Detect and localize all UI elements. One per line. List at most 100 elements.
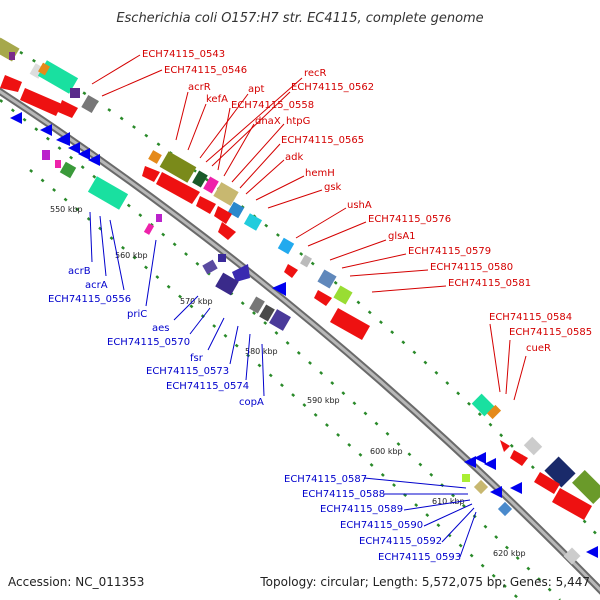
gene-label[interactable]: ECH74115_0546	[164, 65, 247, 76]
gene-block[interactable]	[497, 501, 513, 517]
gene-block[interactable]	[70, 88, 80, 98]
gene-label[interactable]: recR	[304, 68, 327, 79]
gene-block[interactable]	[218, 254, 226, 262]
gene-label[interactable]: ECH74115_0580	[430, 262, 513, 273]
gene-arrow[interactable]	[500, 440, 510, 452]
gene-block[interactable]	[333, 285, 353, 305]
gene-arrow[interactable]	[490, 486, 502, 498]
gene-arrow[interactable]	[156, 172, 200, 204]
gene-label[interactable]: gsk	[324, 182, 342, 193]
gene-arrow[interactable]	[552, 488, 592, 520]
gene-label[interactable]: ECH74115_0590	[340, 520, 423, 531]
gene-label[interactable]: htpG	[286, 116, 310, 127]
gene-block[interactable]	[202, 259, 218, 275]
gene-arrow[interactable]	[330, 308, 370, 340]
gene-block[interactable]	[192, 170, 208, 188]
gene-arrow[interactable]	[88, 154, 100, 166]
gene-block[interactable]	[300, 254, 312, 268]
gene-arrow[interactable]	[510, 482, 522, 494]
gene-arrow[interactable]	[58, 100, 78, 118]
gene-label[interactable]: priC	[127, 309, 147, 320]
gene-arrow[interactable]	[0, 75, 22, 92]
gene-label[interactable]: ECH74115_0579	[408, 246, 491, 257]
gene-label[interactable]: ECH74115_0592	[359, 536, 442, 547]
gene-arrow[interactable]	[272, 282, 286, 296]
gene-arrow[interactable]	[142, 166, 160, 182]
gene-arrow[interactable]	[40, 124, 52, 136]
gene-arrow[interactable]	[284, 264, 298, 278]
gene-label[interactable]: aes	[152, 323, 170, 334]
gene-block[interactable]	[87, 176, 129, 210]
gene-arrow[interactable]	[214, 206, 232, 224]
gene-label[interactable]: kefA	[206, 94, 228, 105]
gene-label[interactable]: ECH74115_0589	[320, 504, 403, 515]
gene-label[interactable]: acrR	[188, 82, 211, 93]
gene-block[interactable]	[143, 223, 155, 235]
gene-block[interactable]	[259, 304, 275, 322]
gene-arrow[interactable]	[78, 148, 90, 160]
gene-label[interactable]: ECH74115_0573	[146, 366, 229, 377]
gene-label[interactable]: ECH74115_0585	[509, 327, 592, 338]
gene-label[interactable]: acrA	[85, 280, 108, 291]
gene-arrow[interactable]	[196, 196, 216, 214]
gene-label[interactable]: ECH74115_0565	[281, 135, 364, 146]
gene-label[interactable]: ECH74115_0587	[284, 474, 367, 485]
gene-label[interactable]: ECH74115_0584	[489, 312, 572, 323]
gene-block[interactable]	[148, 150, 162, 164]
gene-block[interactable]	[486, 404, 502, 420]
gene-label[interactable]: ECH74115_0576	[368, 214, 451, 225]
gene-block[interactable]	[473, 479, 489, 495]
gene-arrow[interactable]	[68, 142, 80, 154]
gene-label[interactable]: ECH74115_0543	[142, 49, 225, 60]
gene-arrow[interactable]	[232, 264, 250, 282]
gene-label[interactable]: hemH	[305, 168, 335, 179]
gene-arrow[interactable]	[314, 290, 332, 306]
gene-block[interactable]	[215, 272, 239, 296]
gene-block[interactable]	[462, 474, 470, 482]
gene-block[interactable]	[42, 150, 50, 160]
gene-block[interactable]	[156, 214, 162, 222]
gene-label[interactable]: copA	[239, 397, 264, 408]
gene-arrow[interactable]	[218, 222, 236, 240]
gene-block[interactable]	[277, 237, 295, 255]
gene-label[interactable]: ECH74115_0556	[48, 294, 131, 305]
gene-label[interactable]: glsA1	[388, 231, 416, 242]
gene-label[interactable]: ushA	[347, 200, 372, 211]
gene-label[interactable]: adk	[285, 152, 303, 163]
gene-block[interactable]	[243, 213, 263, 231]
gene-arrow[interactable]	[534, 472, 560, 494]
gene-label[interactable]: apt	[248, 84, 264, 95]
gene-label[interactable]: ECH74115_0593	[378, 552, 461, 563]
gene-arrow[interactable]	[586, 546, 598, 558]
gene-arrow[interactable]	[10, 112, 22, 124]
gene-label[interactable]: ECH74115_0558	[231, 100, 314, 111]
gene-block[interactable]	[471, 393, 495, 417]
gene-label[interactable]: ECH74115_0570	[107, 337, 190, 348]
gene-label[interactable]: ECH74115_0562	[291, 82, 374, 93]
gene-block[interactable]	[544, 456, 576, 488]
gene-arrow[interactable]	[464, 456, 476, 468]
gene-block[interactable]	[159, 151, 197, 183]
gene-block[interactable]	[213, 182, 239, 206]
gene-label[interactable]: acrB	[68, 266, 91, 277]
gene-label[interactable]: ECH74115_0581	[448, 278, 531, 289]
gene-arrow[interactable]	[56, 132, 70, 146]
gene-block[interactable]	[55, 160, 61, 168]
gene-block[interactable]	[203, 176, 219, 194]
gene-label[interactable]: dnaX	[255, 116, 281, 127]
gene-block[interactable]	[249, 296, 265, 314]
gene-block[interactable]	[563, 547, 581, 565]
gene-block[interactable]	[81, 94, 99, 114]
gene-block[interactable]	[9, 52, 15, 60]
gene-block[interactable]	[59, 161, 77, 179]
gene-block[interactable]	[317, 269, 337, 289]
gene-label[interactable]: fsr	[190, 353, 204, 364]
gene-arrow[interactable]	[474, 452, 486, 464]
gene-label[interactable]: cueR	[526, 343, 551, 354]
gene-block[interactable]	[523, 436, 543, 456]
gene-arrow[interactable]	[20, 88, 62, 116]
gene-block[interactable]	[572, 470, 600, 504]
gene-label[interactable]: ECH74115_0588	[302, 489, 385, 500]
gene-block[interactable]	[38, 62, 50, 76]
gene-block[interactable]	[269, 309, 291, 331]
